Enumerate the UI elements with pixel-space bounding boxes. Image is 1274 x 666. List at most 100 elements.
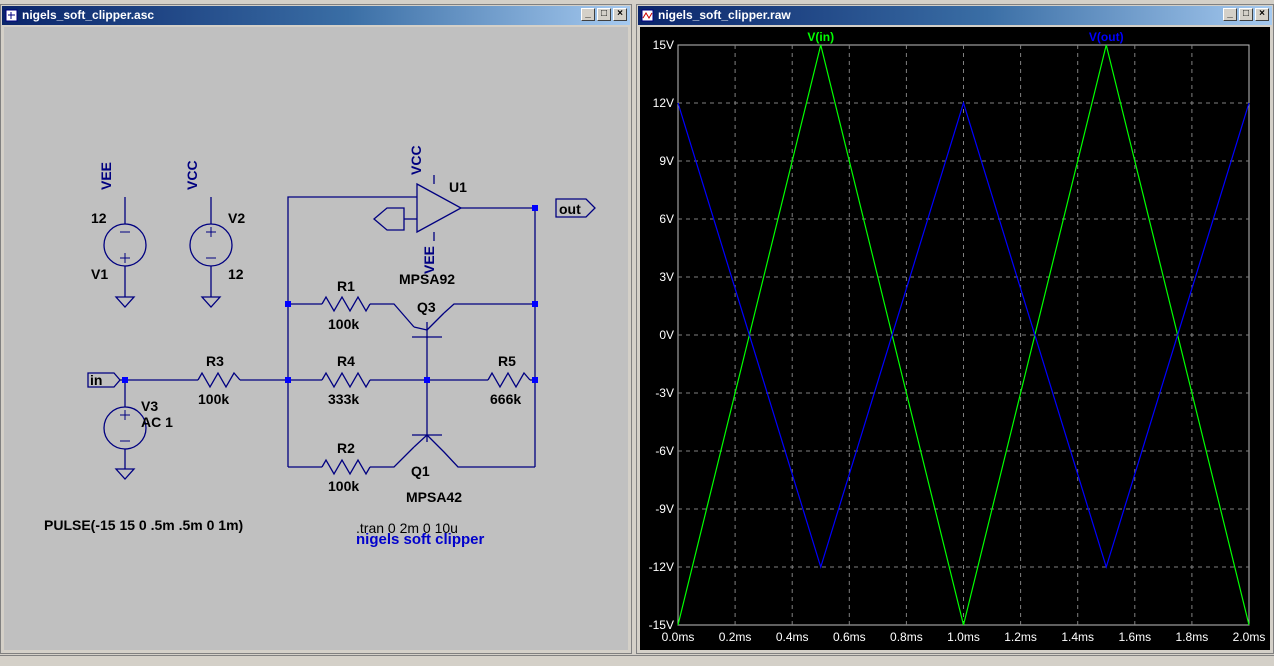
wire bbox=[413, 434, 428, 448]
series-line-vin[interactable] bbox=[677, 44, 1250, 626]
ground-icon bbox=[114, 468, 136, 480]
wire-node bbox=[424, 377, 430, 383]
y-tick-label: -15V bbox=[649, 618, 674, 632]
r4-name-label: R4 bbox=[337, 353, 355, 369]
out-port-label[interactable]: out bbox=[559, 201, 581, 217]
wire bbox=[287, 196, 417, 302]
resistor-r4[interactable] bbox=[321, 371, 371, 389]
waveform-window-title: nigels_soft_clipper.raw bbox=[658, 8, 791, 22]
wire bbox=[426, 434, 535, 468]
minimize-button[interactable]: _ bbox=[1223, 8, 1237, 21]
q1-name-label: Q1 bbox=[411, 463, 430, 479]
in-port-label[interactable]: in bbox=[90, 372, 102, 388]
x-tick-label: 0.2ms bbox=[719, 630, 752, 644]
tran-directive[interactable]: .tran 0 2m 0 10u bbox=[356, 520, 458, 536]
resistor-r2[interactable] bbox=[321, 458, 371, 476]
waveform-titlebar[interactable]: nigels_soft_clipper.raw _ □ × bbox=[638, 6, 1272, 25]
q3-model-label: MPSA92 bbox=[399, 271, 455, 287]
legend-label-vin[interactable]: V(in) bbox=[807, 30, 834, 44]
y-tick-label: 0V bbox=[659, 328, 674, 342]
wire-node bbox=[532, 301, 538, 307]
wire bbox=[370, 446, 415, 468]
x-tick-label: 2.0ms bbox=[1233, 630, 1266, 644]
r3-value-label: 100k bbox=[198, 391, 229, 407]
x-tick-label: 1.6ms bbox=[1118, 630, 1151, 644]
schematic-window[interactable]: nigels_soft_clipper.asc _ □ × bbox=[0, 4, 632, 654]
resistor-r3[interactable] bbox=[197, 371, 241, 389]
wire-node bbox=[532, 205, 538, 211]
v3-ac-label: AC 1 bbox=[141, 414, 173, 430]
x-tick-label: 0.0ms bbox=[662, 630, 695, 644]
x-tick-label: 1.8ms bbox=[1176, 630, 1209, 644]
schematic-comment[interactable]: nigels soft clipper bbox=[356, 531, 485, 548]
resistor-r5[interactable] bbox=[487, 371, 531, 389]
opamp-vcc-label: VCC bbox=[408, 145, 424, 175]
x-tick-label: 0.4ms bbox=[776, 630, 809, 644]
x-tick-label: 0.8ms bbox=[890, 630, 923, 644]
maximize-button[interactable]: □ bbox=[1239, 8, 1253, 21]
wire bbox=[370, 303, 415, 328]
plus-sign bbox=[120, 410, 130, 420]
vcc-supply-label: VCC bbox=[184, 160, 200, 190]
wire-node bbox=[532, 377, 538, 383]
v2-name-label: V2 bbox=[228, 210, 245, 226]
r5-value-label: 666k bbox=[490, 391, 521, 407]
wire bbox=[413, 326, 428, 331]
plus-sign bbox=[120, 253, 130, 263]
y-tick-label: 12V bbox=[653, 96, 674, 110]
q3-name-label: Q3 bbox=[417, 299, 436, 315]
y-tick-label: 15V bbox=[653, 38, 674, 52]
schematic-canvas[interactable]: VEE VCC VCC VEE 12 V1 V2 12 U1 out in MP… bbox=[4, 27, 628, 650]
waveform-window[interactable]: nigels_soft_clipper.raw _ □ × 15V 12V 9V 6V… bbox=[636, 4, 1274, 654]
y-tick-label: 9V bbox=[659, 154, 674, 168]
ground-icon bbox=[114, 296, 136, 308]
wire bbox=[426, 312, 445, 331]
r2-value-label: 100k bbox=[328, 478, 359, 494]
waveform-file-icon bbox=[641, 9, 654, 22]
u1-name-label: U1 bbox=[449, 179, 467, 195]
series-line-vout[interactable] bbox=[677, 100, 1250, 570]
resistor-r1[interactable] bbox=[321, 295, 371, 313]
r1-name-label: R1 bbox=[337, 278, 355, 294]
r1-value-label: 100k bbox=[328, 316, 359, 332]
x-tick-label: 1.0ms bbox=[947, 630, 980, 644]
y-tick-label: -3V bbox=[655, 386, 674, 400]
schematic-window-title: nigels_soft_clipper.asc bbox=[22, 8, 155, 22]
out-port-flag[interactable] bbox=[555, 198, 596, 218]
ground-icon bbox=[200, 296, 222, 308]
maximize-button[interactable]: □ bbox=[597, 8, 611, 21]
q1-model-label: MPSA42 bbox=[406, 489, 462, 505]
wire bbox=[443, 303, 535, 314]
pulse-directive[interactable]: PULSE(-15 15 0 .5m .5m 0 1m) bbox=[44, 517, 243, 533]
wire-node bbox=[285, 377, 291, 383]
schematic-drawing[interactable]: VEE VCC VCC VEE 12 V1 V2 12 U1 out in MP… bbox=[4, 27, 630, 652]
v3-name-label: V3 bbox=[141, 398, 158, 414]
close-button[interactable]: × bbox=[613, 8, 627, 21]
vee-supply-label: VEE bbox=[98, 162, 114, 190]
y-tick-label: -9V bbox=[655, 502, 674, 516]
x-tick-label: 1.2ms bbox=[1004, 630, 1037, 644]
ground-ref-icon bbox=[372, 207, 405, 231]
schematic-titlebar[interactable]: nigels_soft_clipper.asc _ □ × bbox=[2, 6, 630, 25]
y-tick-label: -6V bbox=[655, 444, 674, 458]
in-port-flag[interactable] bbox=[87, 372, 121, 388]
schematic-file-icon bbox=[5, 9, 18, 22]
plus-sign bbox=[206, 227, 216, 237]
r5-name-label: R5 bbox=[498, 353, 516, 369]
wire-node bbox=[285, 301, 291, 307]
minimize-button[interactable]: _ bbox=[581, 8, 595, 21]
close-button[interactable]: × bbox=[1255, 8, 1269, 21]
r3-name-label: R3 bbox=[206, 353, 224, 369]
r4-value-label: 333k bbox=[328, 391, 359, 407]
wire-node bbox=[122, 377, 128, 383]
opamp-u1[interactable] bbox=[416, 182, 463, 234]
v2-value-label: 12 bbox=[228, 266, 244, 282]
v1-value-label: 12 bbox=[91, 210, 107, 226]
y-tick-label: -12V bbox=[649, 560, 674, 574]
legend-label-vout[interactable]: V(out) bbox=[1089, 30, 1124, 44]
x-tick-label: 0.6ms bbox=[833, 630, 866, 644]
y-tick-label: 3V bbox=[659, 270, 674, 284]
y-tick-label: 6V bbox=[659, 212, 674, 226]
